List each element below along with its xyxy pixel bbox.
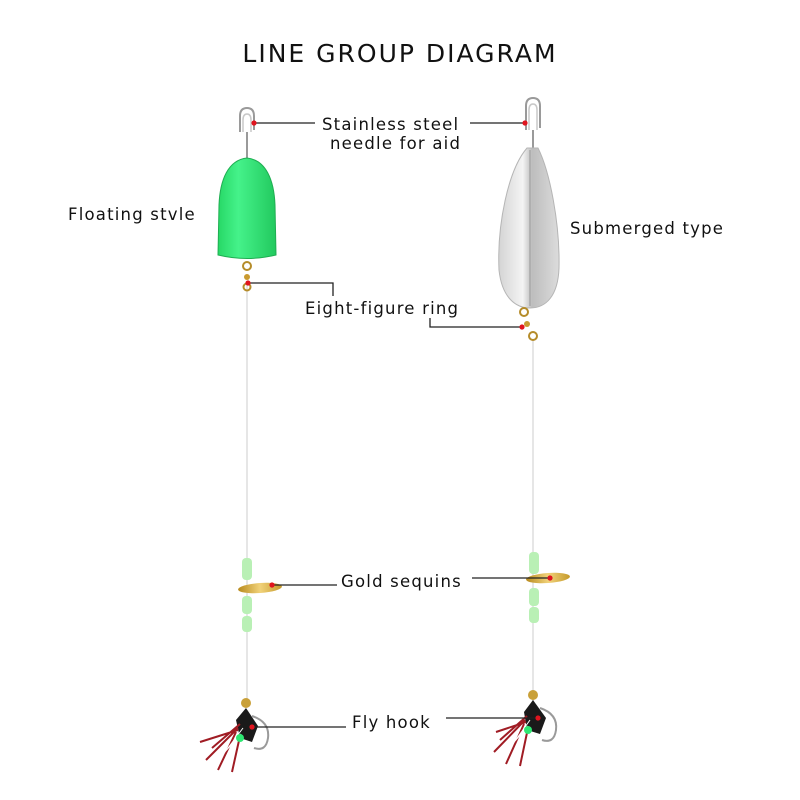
marker-dot [249,724,254,729]
marker-dot [251,120,256,125]
floating-bobber [218,158,276,259]
label-submerged-type: Submerged type [570,219,724,238]
fly-hook-left [200,698,268,772]
marker-dot [535,715,540,720]
leader-ring-left [248,283,333,296]
snap-clip-left [240,108,254,160]
leader-ring-right [430,318,522,327]
sequin-assembly-left [238,558,283,632]
eight-figure-ring-right [520,308,537,340]
label-fly-hook: Fly hook [352,713,431,732]
marker-dot [547,575,552,580]
label-needle-line2: needle for aid [330,134,461,153]
fly-hook-right [494,690,556,766]
label-floating-style: Floating stvle [68,205,196,224]
snap-clip-right [526,98,540,150]
label-eight-figure-ring: Eight-figure ring [305,299,459,318]
marker-dot [245,280,250,285]
label-needle-line1: Stainless steel [322,115,459,134]
submerged-sinker [499,148,559,308]
marker-dot [522,120,527,125]
label-gold-sequins: Gold sequins [341,572,462,591]
marker-dot [519,324,524,329]
submerged-rig [494,98,570,766]
marker-dot [269,582,274,587]
diagram-title: LINE GROUP DIAGRAM [242,39,557,68]
floating-rig [200,108,282,772]
